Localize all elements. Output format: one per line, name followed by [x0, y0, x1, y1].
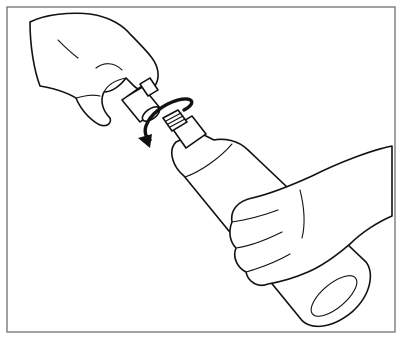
illustration-canvas — [0, 0, 402, 339]
illustration-frame — [0, 0, 402, 339]
